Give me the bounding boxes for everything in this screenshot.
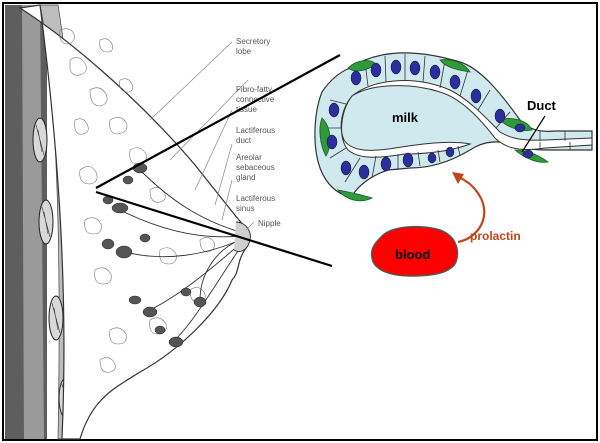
label-nipple: Nipple	[258, 219, 281, 228]
blood-label: blood	[395, 247, 430, 262]
duct-label: Duct	[527, 98, 557, 113]
prolactin-label: prolactin	[470, 229, 521, 243]
milk-label: milk	[392, 110, 419, 125]
